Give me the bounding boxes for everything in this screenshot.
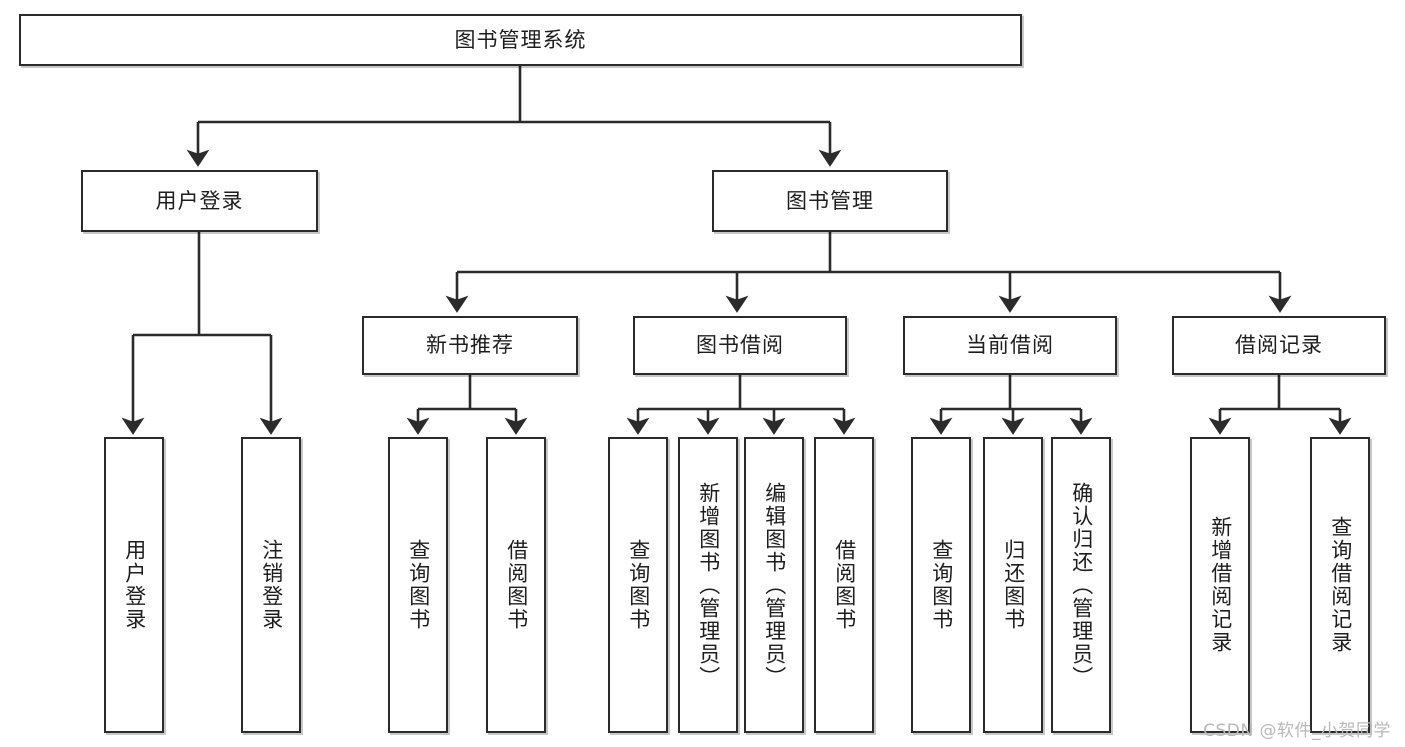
node-book-manage-label: 图书管理	[786, 188, 874, 213]
leaf-label: 借阅图书	[504, 539, 529, 631]
leaf-node-query-record[interactable]: 查询借阅记录	[1310, 437, 1370, 733]
leaf-label: 查询借阅记录	[1328, 516, 1353, 654]
leaf-node-add-record[interactable]: 新增借阅记录	[1190, 437, 1250, 733]
leaf-node-logout[interactable]: 注销登录	[241, 437, 301, 733]
leaf-label: 编辑图书（管理员）	[762, 481, 787, 689]
leaf-label: 确认归还（管理员）	[1069, 481, 1094, 689]
leaf-label: 归还图书	[1001, 539, 1026, 631]
leaf-label: 新增图书（管理员）	[696, 481, 721, 689]
leaf-node-query-book-1[interactable]: 查询图书	[388, 437, 448, 733]
leaf-label: 借阅图书	[832, 539, 857, 631]
leaf-label: 查询图书	[406, 539, 431, 631]
leaf-label: 用户登录	[122, 539, 147, 631]
node-root-label: 图书管理系统	[454, 27, 587, 52]
leaf-label: 查询图书	[626, 539, 651, 631]
node-book-borrow[interactable]: 图书借阅	[633, 316, 847, 375]
node-borrow-records-label: 借阅记录	[1235, 333, 1323, 358]
node-current-borrow[interactable]: 当前借阅	[903, 316, 1117, 375]
node-user-login-label: 用户登录	[155, 188, 244, 213]
leaf-node-borrow-book-2[interactable]: 借阅图书	[814, 437, 874, 733]
node-current-borrow-label: 当前借阅	[966, 333, 1054, 358]
node-borrow-records[interactable]: 借阅记录	[1172, 316, 1386, 375]
leaf-node-query-book-2[interactable]: 查询图书	[608, 437, 668, 733]
node-root[interactable]: 图书管理系统	[19, 14, 1022, 66]
leaf-node-user-login[interactable]: 用户登录	[104, 437, 164, 733]
leaf-label: 注销登录	[259, 539, 284, 631]
leaf-label: 查询图书	[929, 539, 954, 631]
csdn-watermark: CSDN @软件_小贺同学	[1203, 721, 1391, 741]
leaf-node-edit-book[interactable]: 编辑图书（管理员）	[744, 437, 804, 733]
leaf-node-query-book-3[interactable]: 查询图书	[911, 437, 971, 733]
node-book-borrow-label: 图书借阅	[696, 333, 784, 358]
leaf-node-return-book[interactable]: 归还图书	[983, 437, 1043, 733]
leaf-node-confirm-return[interactable]: 确认归还（管理员）	[1051, 437, 1111, 733]
node-user-login[interactable]: 用户登录	[81, 170, 318, 232]
node-new-book-recommend-label: 新书推荐	[426, 333, 514, 358]
node-book-manage[interactable]: 图书管理	[712, 170, 948, 232]
leaf-label: 新增借阅记录	[1208, 516, 1233, 654]
node-new-book-recommend[interactable]: 新书推荐	[362, 316, 578, 375]
leaf-node-borrow-book-1[interactable]: 借阅图书	[486, 437, 546, 733]
leaf-node-add-book[interactable]: 新增图书（管理员）	[678, 437, 738, 733]
